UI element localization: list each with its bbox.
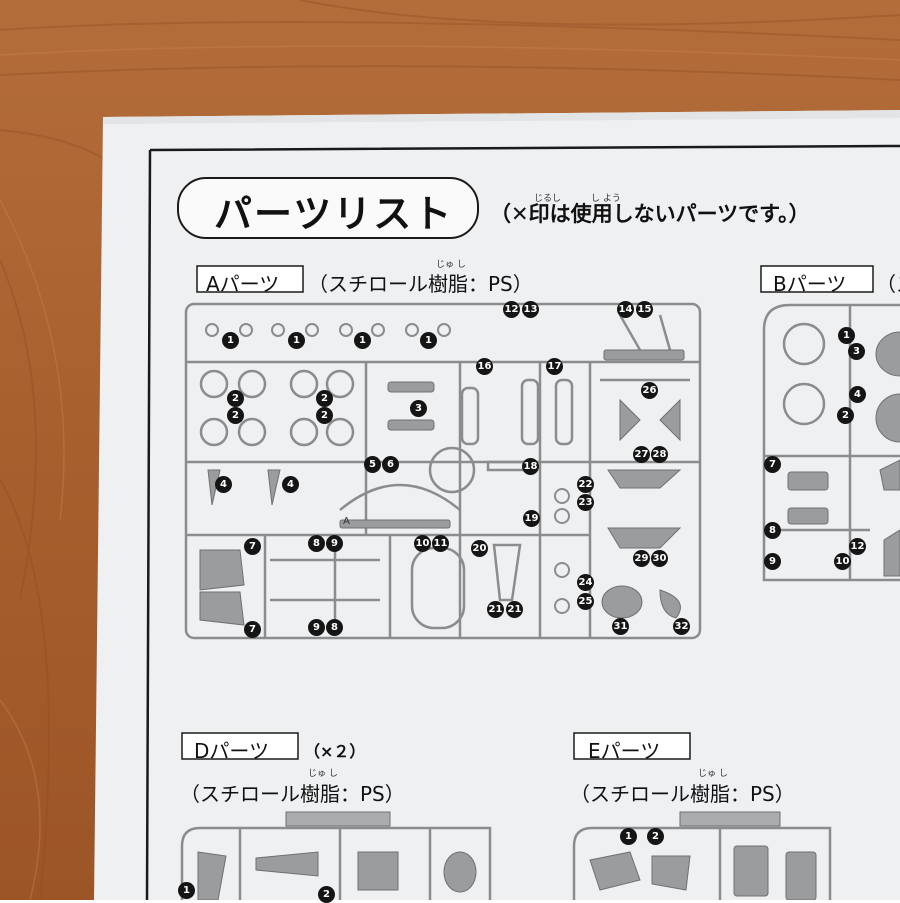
sprue-a-small-rings bbox=[205, 323, 570, 614]
part-number-badge: 20 bbox=[471, 540, 488, 557]
title-note: （✕印は使用しないパーツです。） bbox=[490, 202, 810, 226]
sprue-d-parts bbox=[197, 811, 477, 900]
section-e-ruby: じゅ し bbox=[698, 769, 728, 779]
section-d-label: Dパーツ bbox=[194, 739, 270, 763]
title-box bbox=[177, 177, 479, 239]
part-number-badge: 21 bbox=[487, 601, 504, 618]
sprue-a-parts bbox=[199, 349, 685, 626]
part-number-badge: 1 bbox=[288, 332, 305, 349]
part-number-badge: 7 bbox=[244, 538, 261, 555]
part-number-badge: 2 bbox=[316, 407, 333, 424]
section-a-label-box bbox=[196, 265, 304, 293]
part-number-badge: 2 bbox=[227, 390, 244, 407]
part-number-badge: 31 bbox=[612, 618, 629, 635]
part-number-badge: 8 bbox=[326, 619, 343, 636]
sheet-border bbox=[145, 144, 900, 900]
part-number-badge: 10 bbox=[834, 553, 851, 570]
part-number-badge: 1 bbox=[178, 882, 195, 899]
section-b-material: （ス bbox=[876, 272, 900, 296]
section-d-count: （×２） bbox=[304, 742, 366, 761]
sprue-b-parts bbox=[787, 331, 900, 577]
part-number-badge: 16 bbox=[476, 358, 493, 375]
sprue-e-parts bbox=[589, 811, 817, 900]
part-number-badge: 25 bbox=[577, 593, 594, 610]
part-number-badge: 3 bbox=[848, 343, 865, 360]
part-number-badge: 29 bbox=[633, 550, 650, 567]
part-number-badge: 13 bbox=[522, 301, 539, 318]
part-number-badge: 28 bbox=[651, 446, 668, 463]
part-number-badge: 3 bbox=[410, 400, 427, 417]
part-number-badge: 4 bbox=[215, 476, 232, 493]
part-number-badge: 9 bbox=[308, 619, 325, 636]
part-number-badge: 7 bbox=[764, 456, 781, 473]
section-a-label: Aパーツ bbox=[206, 272, 280, 296]
part-number-badge: 1 bbox=[620, 828, 637, 845]
section-e-label-box bbox=[573, 732, 691, 760]
part-number-badge: 2 bbox=[227, 407, 244, 424]
part-number-badge: 4 bbox=[282, 476, 299, 493]
part-number-badge: 9 bbox=[764, 553, 781, 570]
part-number-badge: 24 bbox=[577, 574, 594, 591]
part-number-badge: 7 bbox=[244, 621, 261, 638]
part-number-badge: 8 bbox=[308, 535, 325, 552]
section-a-ruby: じゅ し bbox=[436, 260, 466, 270]
parts-list-title: パーツリスト bbox=[214, 192, 454, 236]
section-e-label: Eパーツ bbox=[588, 739, 661, 763]
part-number-badge: 18 bbox=[522, 458, 539, 475]
sprue-a-letter: A bbox=[343, 516, 350, 527]
part-number-badge: 2 bbox=[318, 886, 335, 903]
part-number-badge: 14 bbox=[617, 301, 634, 318]
section-b-label: Bパーツ bbox=[773, 272, 847, 296]
part-number-badge: 23 bbox=[577, 494, 594, 511]
section-d-material: （スチロール樹脂：PS） bbox=[180, 782, 405, 806]
ruby-shirushi: じるし bbox=[534, 194, 562, 204]
part-number-badge: 5 bbox=[364, 456, 381, 473]
part-number-badge: 12 bbox=[849, 538, 866, 555]
part-number-badge: 27 bbox=[633, 446, 650, 463]
part-number-badge: 2 bbox=[647, 828, 664, 845]
section-e-material: （スチロール樹脂：PS） bbox=[570, 782, 795, 806]
part-number-badge: 1 bbox=[222, 332, 239, 349]
sprue-d-diagram bbox=[180, 826, 492, 900]
part-number-badge: 15 bbox=[636, 301, 653, 318]
sprue-e-diagram bbox=[572, 826, 832, 900]
part-number-badge: 19 bbox=[523, 510, 540, 527]
part-number-badge: 11 bbox=[432, 535, 449, 552]
part-number-badge: 1 bbox=[420, 332, 437, 349]
part-number-badge: 10 bbox=[414, 535, 431, 552]
part-number-badge: 22 bbox=[577, 476, 594, 493]
part-number-badge: 17 bbox=[546, 358, 563, 375]
part-number-badge: 12 bbox=[503, 301, 520, 318]
part-number-badge: 26 bbox=[641, 382, 658, 399]
sprue-b-diagram bbox=[762, 303, 900, 582]
section-b-label-box bbox=[760, 265, 874, 293]
ruby-shiyou: し よう bbox=[591, 194, 621, 204]
part-number-badge: 8 bbox=[764, 522, 781, 539]
part-number-badge: 6 bbox=[382, 456, 399, 473]
section-d-ruby: じゅ し bbox=[308, 769, 338, 779]
section-d-label-box bbox=[181, 732, 299, 760]
part-number-badge: 1 bbox=[354, 332, 371, 349]
part-number-badge: 32 bbox=[673, 618, 690, 635]
part-number-badge: 4 bbox=[849, 386, 866, 403]
part-number-badge: 30 bbox=[651, 550, 668, 567]
part-number-badge: 1 bbox=[838, 327, 855, 344]
section-a-material: （スチロール樹脂：PS） bbox=[308, 272, 533, 296]
part-number-badge: 9 bbox=[326, 535, 343, 552]
part-number-badge: 2 bbox=[316, 390, 333, 407]
part-number-badge: 2 bbox=[837, 407, 854, 424]
part-number-badge: 21 bbox=[506, 601, 523, 618]
